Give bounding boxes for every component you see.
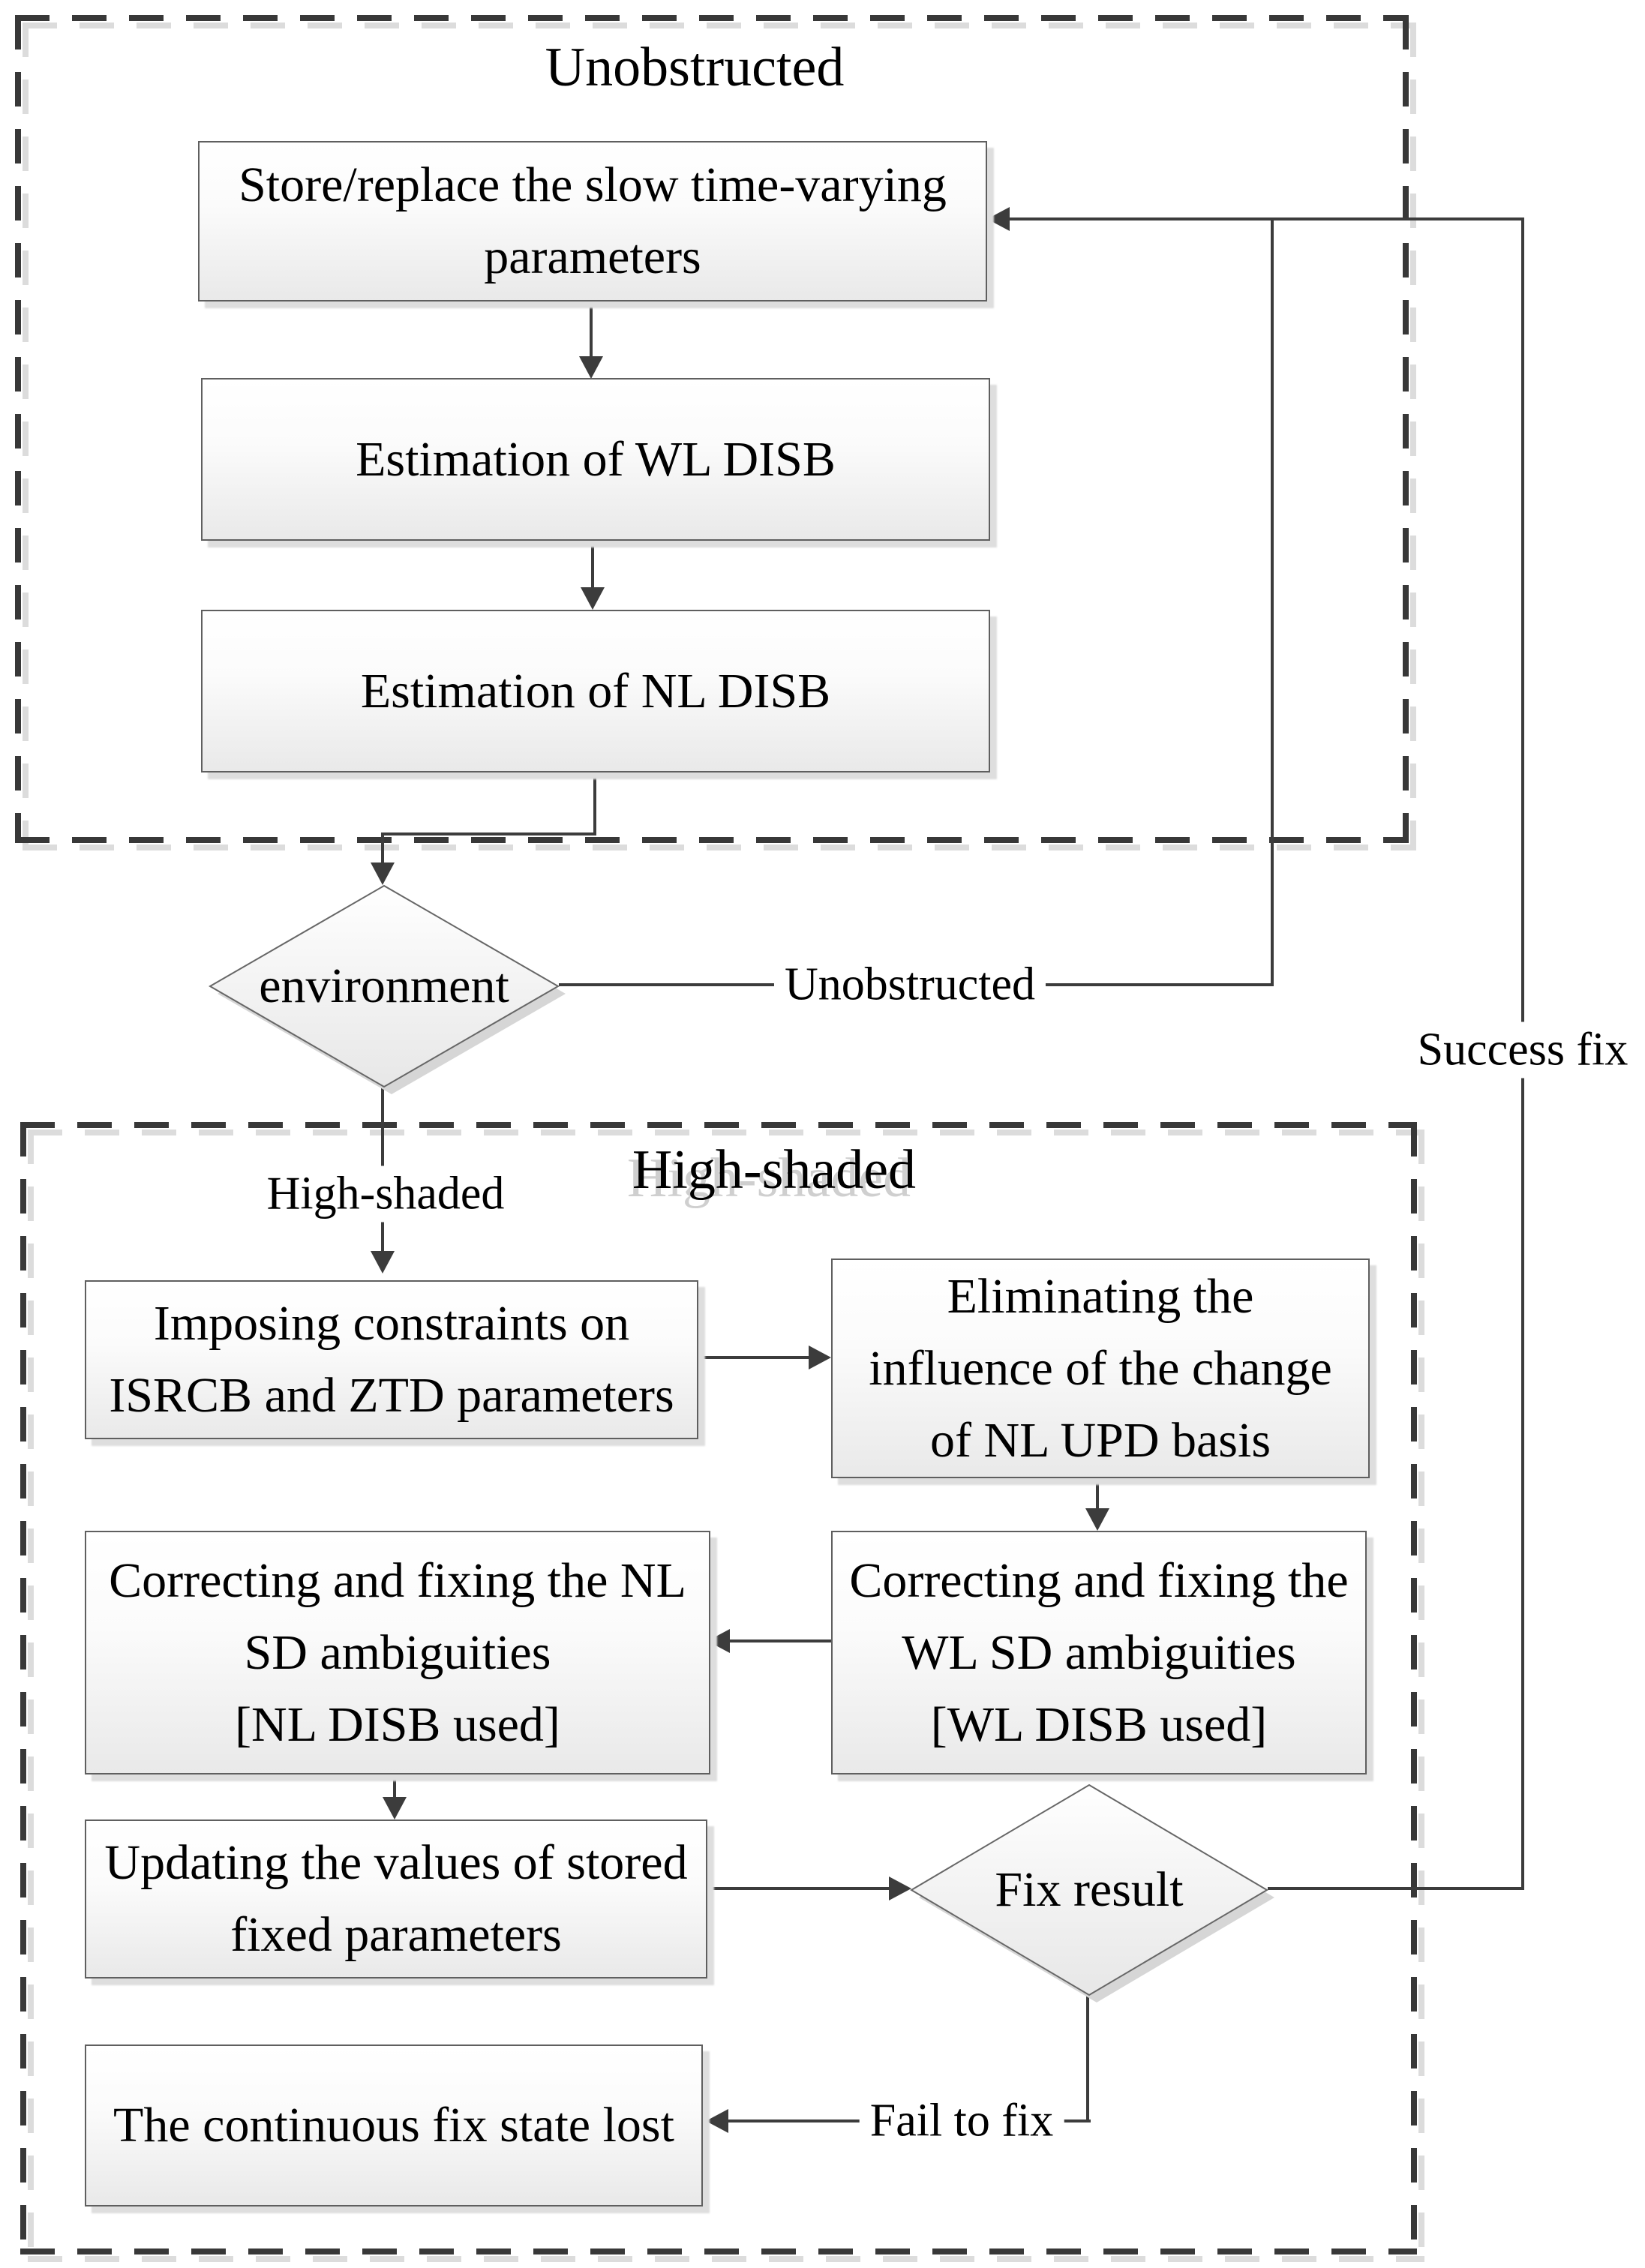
imposing-line1: Imposing constraints on — [153, 1296, 630, 1351]
high-shaded-group-title: High-shaded — [632, 1139, 917, 1201]
fix-result-decision: Fix result — [909, 1783, 1274, 2002]
fix-wl-line1: Correcting and fixing the — [849, 1552, 1349, 1608]
edge-wl-to-nl — [591, 536, 594, 590]
eliminating-line1: Eliminating the — [947, 1268, 1254, 1324]
imposing-box: Imposing constraints on ISRCB and ZTD pa… — [85, 1280, 698, 1439]
fix-wl-box: Correcting and fixing the WL SD ambiguit… — [831, 1531, 1367, 1774]
environment-diamond-shape — [209, 884, 566, 1094]
edge-updating-to-fixresult — [703, 1887, 892, 1890]
high-shaded-branch-label: High-shaded — [256, 1166, 515, 1222]
edge-imposing-to-eliminating — [694, 1356, 812, 1359]
imposing-line2: ISRCB and ZTD parameters — [109, 1368, 674, 1423]
eliminating-box: Eliminating the influence of the change … — [831, 1258, 1370, 1478]
unobstructed-branch-label: Unobstructed — [773, 956, 1046, 1013]
edge-return-into-store — [1010, 218, 1524, 220]
fix-nl-box: Correcting and fixing the NL SD ambiguit… — [85, 1531, 710, 1774]
success-fix-label: Success fix — [1406, 1022, 1639, 1078]
fail-to-fix-label: Fail to fix — [859, 2092, 1064, 2150]
estimation-nl-box: Estimation of NL DISB — [201, 610, 990, 772]
arrowhead-into-fixwl — [1085, 1508, 1109, 1531]
edge-fixnl-to-updating — [393, 1770, 396, 1800]
arrowhead-into-fixresult — [889, 1876, 911, 1900]
edge-eliminating-to-fixwl — [1096, 1474, 1099, 1511]
arrowhead-wl-to-nl — [581, 587, 605, 610]
lost-line1: The continuous fix state lost — [113, 2098, 674, 2152]
store-replace-line1: Store/replace the slow time-varying — [239, 158, 947, 212]
edge-fixresult-success — [1268, 1887, 1524, 1890]
fix-nl-line3: [NL DISB used] — [235, 1696, 560, 1752]
environment-label: environment — [259, 958, 509, 1013]
updating-box: Updating the values of stored fixed para… — [85, 1820, 707, 1978]
arrowhead-into-imposing — [371, 1251, 395, 1274]
fix-wl-line3: [WL DISB used] — [930, 1696, 1268, 1752]
arrowhead-into-eliminating — [809, 1346, 831, 1370]
estimation-nl-line1: Estimation of NL DISB — [360, 663, 831, 718]
high-shaded-group-border — [20, 1122, 1424, 2262]
edge-fixresult-fail-vertical — [1086, 1996, 1089, 2122]
updating-line1: Updating the values of stored — [104, 1835, 688, 1890]
arrowhead-store-to-wl — [579, 356, 603, 379]
fix-result-label: Fix result — [995, 1862, 1184, 1917]
unobstructed-group-title: Unobstructed — [545, 37, 845, 98]
eliminating-line2: influence of the change — [869, 1340, 1332, 1396]
arrowhead-into-environment — [371, 862, 395, 885]
fix-nl-line1: Correcting and fixing the NL — [109, 1552, 686, 1608]
arrowhead-into-fixnl — [707, 1629, 730, 1653]
edge-nl-to-env-1 — [593, 768, 596, 836]
edge-store-to-wl — [590, 298, 593, 358]
edge-fixwl-to-fixnl — [730, 1640, 834, 1642]
store-replace-line2: parameters — [484, 230, 701, 284]
estimation-wl-line1: Estimation of WL DISB — [356, 431, 836, 487]
fix-result-diamond-shape — [910, 1784, 1274, 2002]
edge-nl-to-env-3 — [381, 832, 384, 866]
updating-line2: fixed parameters — [230, 1907, 562, 1962]
eliminating-line3: of NL UPD basis — [929, 1412, 1271, 1468]
arrowhead-into-updating — [383, 1797, 407, 1820]
edge-nl-to-env-2 — [381, 832, 596, 836]
arrowhead-into-store — [987, 207, 1010, 231]
arrowhead-into-lost — [706, 2109, 728, 2133]
edge-unobstructed-return-vertical — [1271, 219, 1274, 985]
fix-wl-line2: WL SD ambiguities — [902, 1624, 1296, 1680]
unobstructed-group-border — [15, 15, 1416, 850]
fix-nl-line2: SD ambiguities — [244, 1624, 551, 1680]
environment-decision: environment — [208, 884, 566, 1094]
estimation-wl-box: Estimation of WL DISB — [201, 378, 990, 541]
store-replace-box: Store/replace the slow time-varying para… — [198, 141, 987, 302]
lost-box: The continuous fix state lost — [85, 2044, 703, 2206]
